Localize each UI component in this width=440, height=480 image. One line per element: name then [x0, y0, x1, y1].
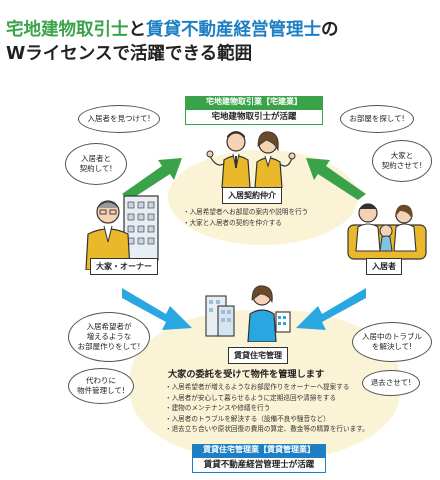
bubble-evict: 退去させて!: [362, 370, 420, 396]
page-title: 宅地建物取引士と賃貸不動産経営管理士の Wライセンスで活躍できる範囲: [6, 18, 339, 66]
title-license-1: 宅地建物取引士: [6, 20, 129, 40]
bubble-text: お部屋を探して!: [349, 114, 405, 123]
blue-arrow-right-icon: [296, 288, 366, 330]
bubble-text: 代わりに 物件管理して!: [77, 376, 125, 395]
bubble-text: 入居者を見つけて!: [87, 114, 151, 123]
bubble-contract-tenant: 入居者と 契約して!: [65, 143, 127, 185]
manager-illustration: [205, 285, 291, 342]
bubble-find-room: お部屋を探して!: [340, 105, 414, 133]
top-box-sub: 宅地建物取引士が活躍: [185, 109, 323, 125]
bubble-text: 入居中のトラブル を解決して!: [362, 332, 422, 351]
bubble-text: 退去させて!: [370, 378, 412, 387]
mediation-tag: 入居契約仲介: [222, 187, 282, 204]
top-box-header: 宅地建物取引業【宅建業】: [185, 96, 323, 109]
agents-illustration: [206, 131, 296, 188]
title-connector: と: [128, 20, 147, 40]
bubble-room-making: 入居希望者が 増えるような お部屋作りをして!: [68, 312, 150, 362]
management-item: 退去立ち合いや原状回復の費用の算定、敷金等の精算を行います。: [165, 424, 369, 435]
management-item: 入居希望者が増えるようなお部屋作りをオーナーへ提案する: [165, 382, 369, 393]
tenant-tag: 入居者: [366, 258, 402, 275]
title-particle: の: [321, 20, 339, 40]
tenant-family-illustration: [347, 203, 427, 260]
bubble-text: 入居者と 契約して!: [79, 154, 113, 173]
bubble-text: 入居希望者が 増えるような お部屋作りをして!: [77, 322, 141, 351]
management-item: 入居者が安心して暮らせるように定期巡回や清掃をする: [165, 393, 369, 404]
management-headline: 大家の委託を受けて物件を管理します: [168, 369, 325, 380]
mediation-list: 入居希望者へお部屋の案内や説明を行う 大家と入居者の契約を仲介する: [183, 207, 309, 229]
owner-tag: 大家・オーナー: [90, 258, 158, 275]
bubble-manage-property: 代わりに 物件管理して!: [68, 368, 134, 404]
title-line-2: Wライセンスで活躍できる範囲: [6, 44, 253, 64]
bubble-solve-trouble: 入居中のトラブル を解決して!: [352, 322, 432, 362]
management-item: 入居者のトラブルを解決する（設備不良や騒音など）: [165, 414, 369, 425]
management-list: 入居希望者が増えるようなお部屋作りをオーナーへ提案する 入居者が安心して暮らせる…: [165, 382, 369, 435]
bottom-box-header: 賃貸住宅管理業【賃貸管理業】: [192, 444, 326, 457]
mediation-item: 大家と入居者の契約を仲介する: [183, 218, 308, 229]
management-item: 建物のメンテナンスや修繕を行う: [165, 403, 369, 414]
green-arrow-right-icon: [306, 158, 366, 200]
mediation-item: 入居希望者へお部屋の案内や説明を行う: [183, 207, 309, 218]
bottom-box-sub: 賃貸不動産経営管理士が活躍: [192, 457, 326, 473]
blue-arrow-left-icon: [122, 288, 192, 330]
title-license-2: 賃貸不動産経営管理士: [146, 20, 321, 40]
bubble-text: 大家と 契約させて!: [381, 151, 423, 170]
bubble-find-tenant: 入居者を見つけて!: [78, 105, 160, 133]
green-arrow-left-icon: [122, 158, 182, 200]
bubble-contract-owner: 大家と 契約させて!: [372, 140, 432, 182]
management-tag: 賃貸住宅管理: [228, 347, 288, 364]
